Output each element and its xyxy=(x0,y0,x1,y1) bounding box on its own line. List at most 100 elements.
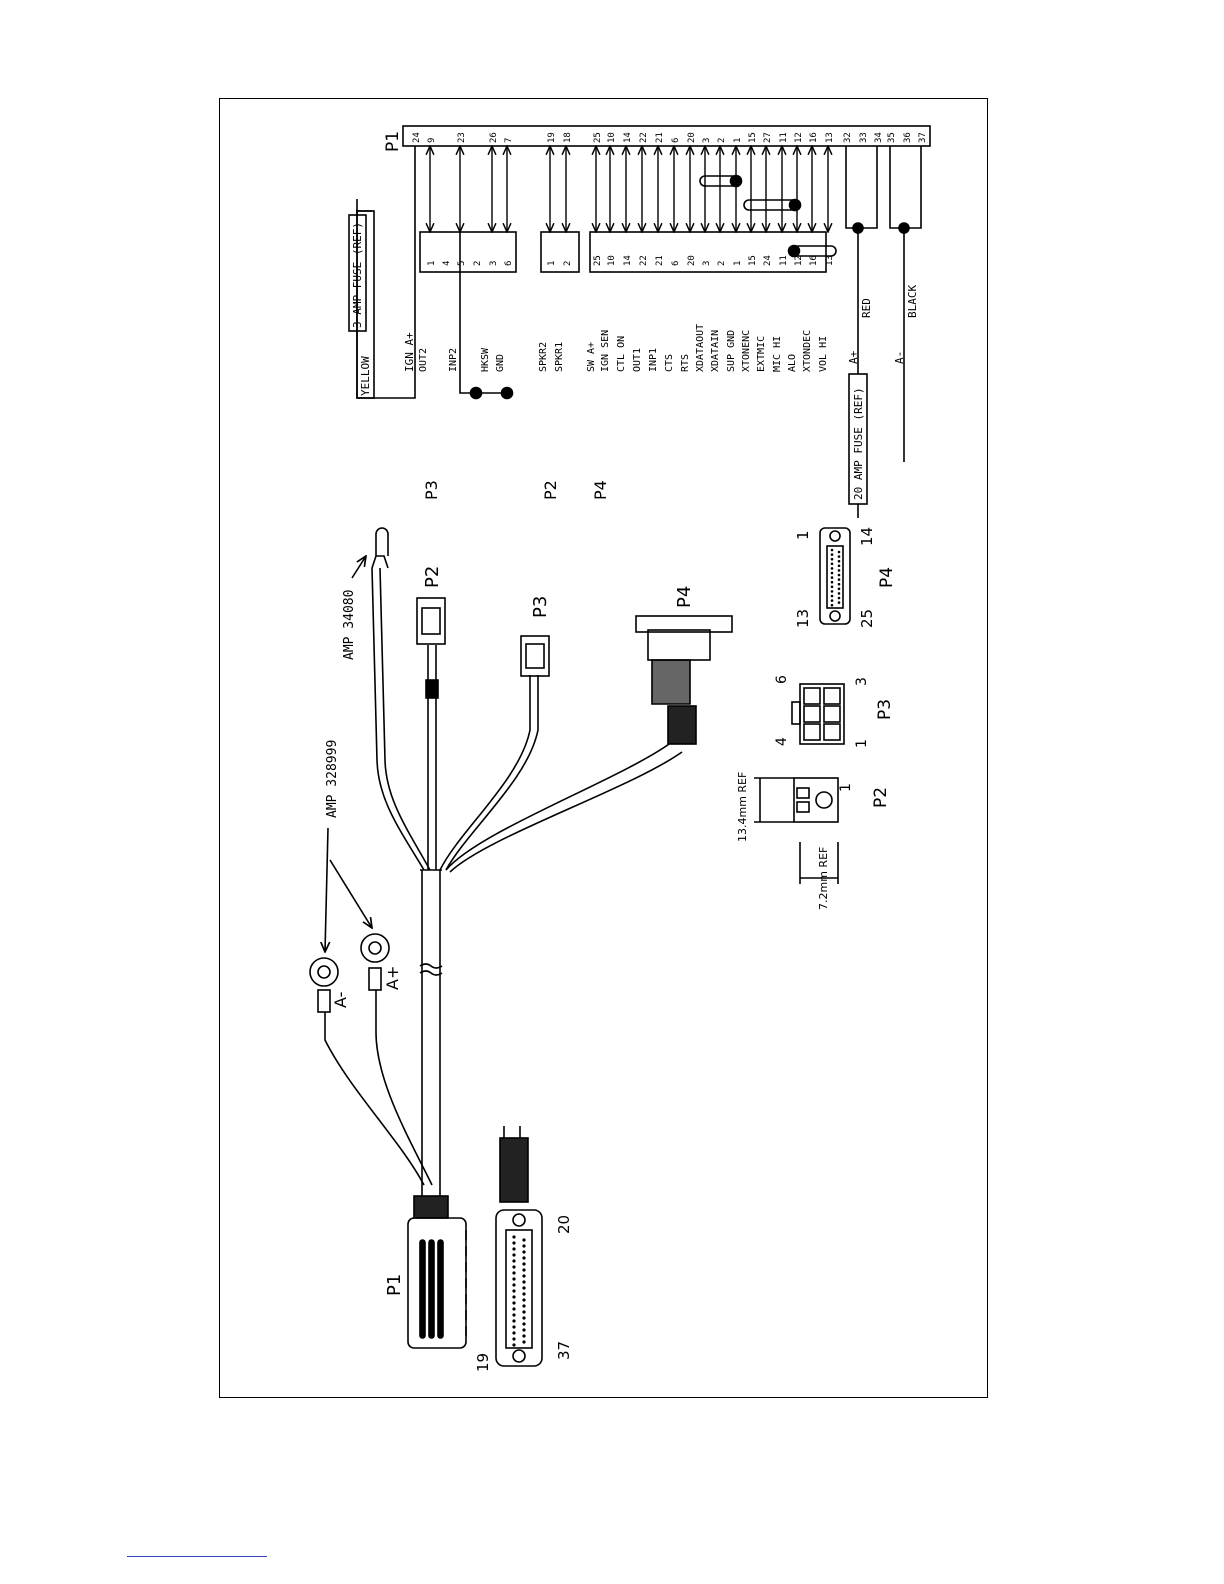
p4-face-pin xyxy=(830,594,834,598)
p1-pin-14: 14 xyxy=(623,132,633,143)
p1-rib-3 xyxy=(437,1239,444,1339)
p1-face-pin xyxy=(522,1238,526,1242)
connector-details: 19 37 20 13.4mm REF 7.2mm REF 1 P2 4 6 3… xyxy=(474,527,897,1372)
p3-schematic-label: P3 xyxy=(422,480,441,500)
ring-lead-a-minus xyxy=(324,1012,425,1186)
p1-pin-37: 37 xyxy=(918,132,928,143)
p3-detail-cell-5 xyxy=(803,723,821,741)
signal-xdatain: XDATAIN xyxy=(710,330,721,372)
p2-detail-latch-1 xyxy=(796,787,810,799)
p1-face-pin xyxy=(522,1262,526,1266)
p1-pin-9: 9 xyxy=(427,138,437,143)
p1-pin-25: 25 xyxy=(593,132,603,143)
p2-plug-face xyxy=(421,607,441,635)
p1-face-pin xyxy=(512,1307,516,1311)
p1-face-pin xyxy=(512,1247,516,1251)
p4-strain-relief xyxy=(667,705,697,745)
p4-face-pin xyxy=(830,585,834,589)
signal-rts: RTS xyxy=(680,354,691,372)
branch-p4-a xyxy=(445,741,673,871)
p4-pin-13: 13 xyxy=(825,255,835,266)
p1-pin-33: 33 xyxy=(859,132,869,143)
p1-pin-12: 12 xyxy=(794,132,804,143)
p2-detail-pin-1: 1 xyxy=(838,783,854,792)
p4-face-pin xyxy=(830,599,834,602)
p4-detail-pins xyxy=(830,548,841,607)
signal-sw-a-: SW A+ xyxy=(586,342,597,372)
p1-detail-screw-top xyxy=(512,1213,526,1227)
p1-detail-screw-bottom xyxy=(512,1349,526,1363)
p4-face-pin xyxy=(837,578,841,581)
p3-detail-cell-2 xyxy=(823,687,841,705)
p1-face-pin xyxy=(522,1298,526,1302)
signal-ign-sen: IGN SEN xyxy=(600,330,611,372)
p1-strain-relief xyxy=(413,1195,449,1219)
fuse20-label: 20 AMP FUSE (REF) xyxy=(852,387,865,500)
signal-vol-hi: VOL HI xyxy=(818,336,829,372)
p1-pin-10: 10 xyxy=(607,132,617,143)
p1-face-pin xyxy=(512,1271,516,1275)
p4-boot xyxy=(651,659,691,705)
p4-face-pin xyxy=(830,557,834,561)
p1-rib-1 xyxy=(419,1239,426,1339)
p3-detail-body xyxy=(799,683,845,745)
p4-detail-screw-top xyxy=(829,530,841,542)
p2-dim-width: 7.2mm REF xyxy=(817,847,830,910)
red-label: RED xyxy=(860,298,873,318)
signal-xdataout: XDATAOUT xyxy=(695,324,706,372)
a-plus-bracket xyxy=(845,146,878,229)
p1-face-pin xyxy=(512,1331,516,1335)
p3-detail-cell-3 xyxy=(803,705,821,723)
p1-face-pin xyxy=(512,1265,516,1269)
p3-pin-1: 1 xyxy=(427,261,437,266)
p4-pin-11: 11 xyxy=(779,255,789,266)
p1-face-pin xyxy=(522,1250,526,1254)
p3-pin-box xyxy=(419,231,517,273)
p4-pin-25: 25 xyxy=(593,255,603,266)
p1-face-pin xyxy=(512,1343,516,1347)
p4-pin-1: 1 xyxy=(733,261,743,266)
p1-detail-pin-20: 20 xyxy=(555,1215,573,1234)
p4-pin-6: 6 xyxy=(671,261,681,266)
p1-face-pin xyxy=(522,1310,526,1314)
p1-face-pin xyxy=(512,1283,516,1287)
signal-cts: CTS xyxy=(664,354,675,372)
p1-pin-26: 26 xyxy=(489,132,499,143)
p2-plug xyxy=(416,597,446,645)
p1-detail-face xyxy=(505,1229,533,1349)
p3-detail-pin-3: 3 xyxy=(854,677,870,686)
p4-pin-2: 2 xyxy=(717,261,727,266)
p1-face-pin xyxy=(522,1340,526,1344)
p4-face-pin xyxy=(830,580,834,584)
signal-mic-hi: MIC HI xyxy=(772,336,783,372)
p1-rib-2 xyxy=(428,1239,435,1339)
branch-p4-b xyxy=(449,751,683,873)
signal-sup-gnd: SUP GND xyxy=(726,330,737,372)
p4-detail-shell xyxy=(819,527,851,625)
p1-face-pin xyxy=(512,1325,516,1329)
p3-detail-cell-4 xyxy=(823,705,841,723)
cable-p3-label: P3 xyxy=(530,596,551,618)
p1-pin-3: 3 xyxy=(702,138,712,143)
branch-34080-a xyxy=(371,567,425,871)
p1-detail-cable xyxy=(503,1126,521,1138)
p2-detail-label: P2 xyxy=(871,787,891,808)
fuse3-label: 3 AMP FUSE (REF) xyxy=(351,222,364,328)
trunk-break-2 xyxy=(419,970,443,976)
p1-face-pin xyxy=(512,1319,516,1323)
amp-328999-label: AMP 328999 xyxy=(325,740,340,818)
p1-pin-18: 18 xyxy=(563,132,573,143)
signal-extmic: EXTMIC xyxy=(756,336,767,372)
p1-pin-13: 13 xyxy=(825,132,835,143)
p4-face-pin xyxy=(830,553,834,556)
p1-pin-19: 19 xyxy=(547,132,557,143)
ring-a-plus-hole xyxy=(368,941,382,955)
signal-spkr2: SPKR2 xyxy=(538,342,549,372)
p1-detail-pins xyxy=(512,1235,526,1347)
cable-assembly: P1 A- A+ AMP 328999 AMP 34080 P2 xyxy=(309,527,733,1349)
crimp-a-plus xyxy=(368,967,382,991)
p4-face-pin xyxy=(830,603,834,607)
p3-link xyxy=(459,232,476,394)
p1-detail-shell xyxy=(495,1209,543,1367)
